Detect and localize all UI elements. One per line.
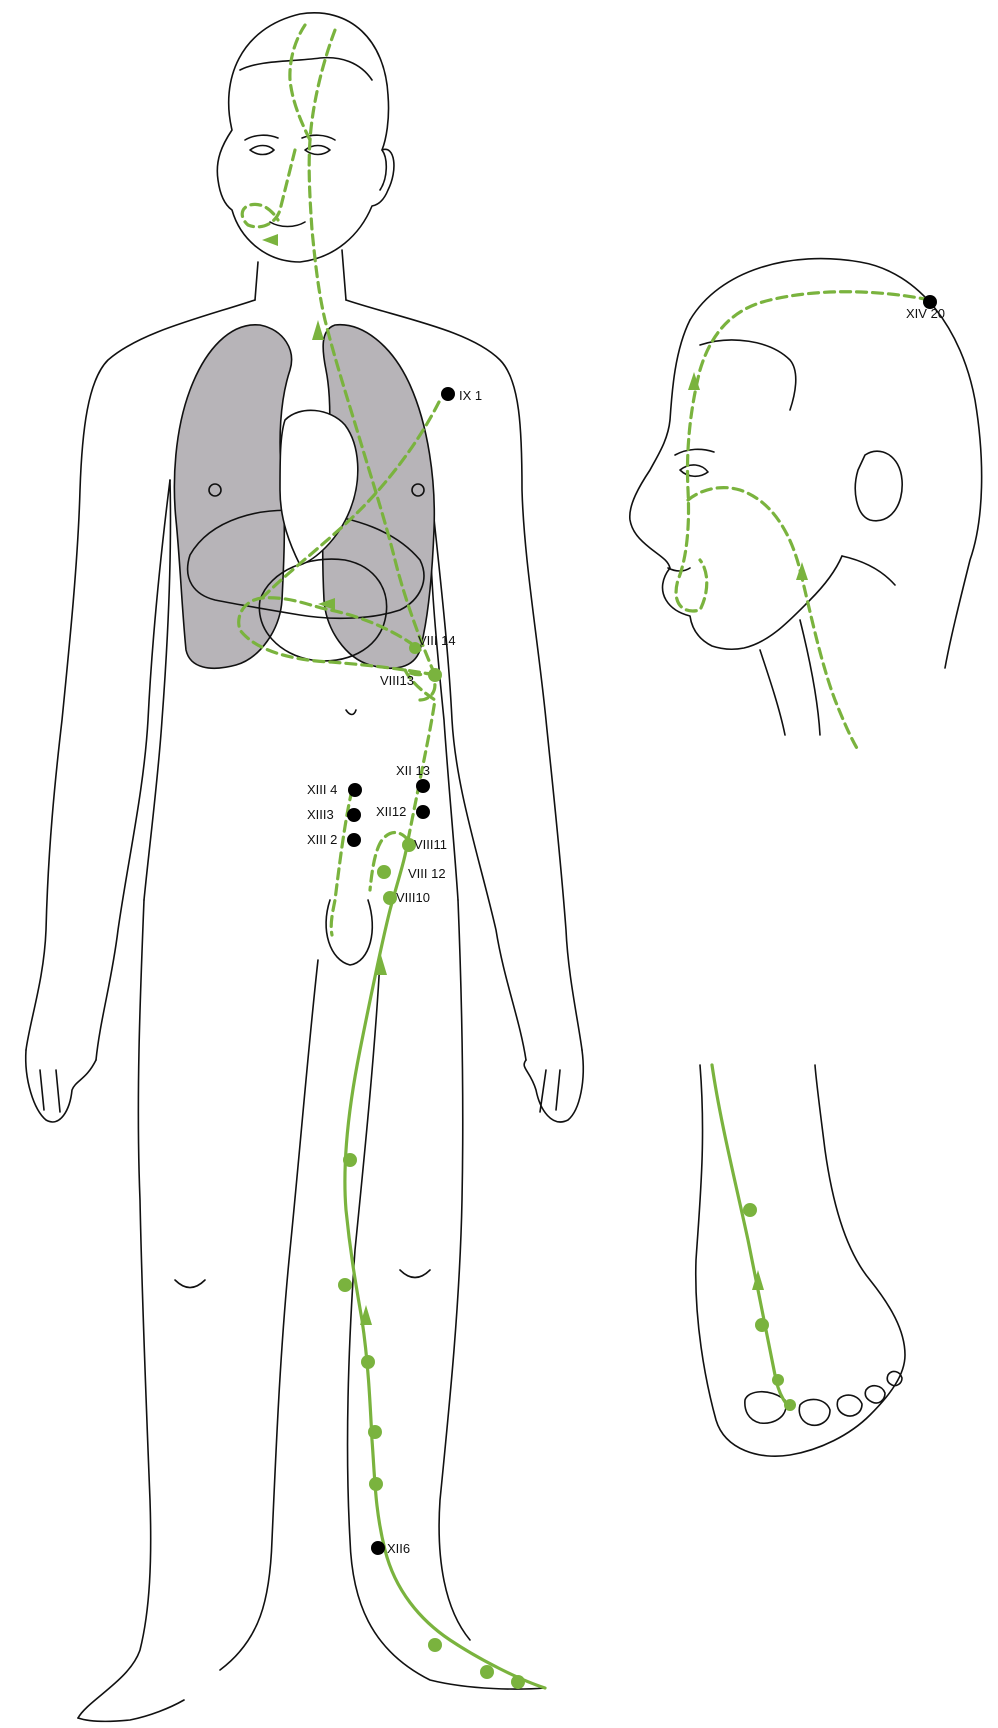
face-upper-dashed bbox=[290, 25, 310, 140]
label-xii6: XII6 bbox=[387, 1541, 410, 1556]
point-xii12 bbox=[416, 805, 430, 819]
label-viii14: VIII 14 bbox=[418, 633, 456, 648]
point-ix1 bbox=[441, 387, 455, 401]
point-dot-foot-upper bbox=[743, 1203, 757, 1217]
point-dot-calf-1 bbox=[361, 1355, 375, 1369]
label-xiii4: XIII 4 bbox=[307, 782, 337, 797]
meridian-side-head bbox=[676, 292, 937, 750]
meridian-foot bbox=[712, 1065, 796, 1411]
label-xiv20: XIV 20 bbox=[906, 306, 945, 321]
label-viii13: VIII13 bbox=[380, 673, 414, 688]
leg-meridian-line bbox=[345, 840, 545, 1688]
label-viii11: VIII11 bbox=[414, 837, 447, 852]
label-xii12: XII12 bbox=[376, 804, 406, 819]
point-dot-thigh-1 bbox=[343, 1153, 357, 1167]
head-neck-dashed bbox=[688, 488, 858, 750]
arrow-torso bbox=[312, 320, 324, 340]
point-dot-ankle bbox=[428, 1638, 442, 1652]
point-dot-foot-toe bbox=[772, 1374, 784, 1386]
foot-meridian-line bbox=[712, 1065, 790, 1408]
face-loop-dashed bbox=[242, 150, 295, 227]
point-xii6 bbox=[371, 1541, 385, 1555]
side-head-outline bbox=[630, 259, 982, 735]
point-dot-foot-mid bbox=[755, 1318, 769, 1332]
point-dot-calf-3 bbox=[369, 1477, 383, 1491]
point-dot-viii12 bbox=[377, 865, 391, 879]
point-xii13 bbox=[416, 779, 430, 793]
label-viii10: VIII10 bbox=[396, 890, 430, 905]
point-dot-viii10 bbox=[383, 891, 397, 905]
point-dot-viii13 bbox=[428, 668, 442, 682]
front-body-outline bbox=[26, 13, 583, 1721]
point-dot-foot-end bbox=[784, 1399, 796, 1411]
left-lung bbox=[174, 325, 291, 668]
label-xii13: XII 13 bbox=[396, 763, 430, 778]
point-xiii2 bbox=[347, 833, 361, 847]
point-dot-calf-2 bbox=[368, 1425, 382, 1439]
meridian-front bbox=[239, 25, 545, 1689]
foot-outline bbox=[696, 1065, 905, 1456]
arrow-face bbox=[262, 234, 278, 246]
label-xiii3: XIII3 bbox=[307, 807, 334, 822]
point-dot-foot-1 bbox=[480, 1665, 494, 1679]
label-xiii2: XIII 2 bbox=[307, 832, 337, 847]
label-ix1: IX 1 bbox=[459, 388, 482, 403]
label-viii12: VIII 12 bbox=[408, 866, 446, 881]
point-dot-knee bbox=[338, 1278, 352, 1292]
point-xiii4 bbox=[348, 783, 362, 797]
point-dot-foot-2 bbox=[511, 1675, 525, 1689]
point-xiii3 bbox=[347, 808, 361, 822]
lungs bbox=[174, 325, 434, 669]
